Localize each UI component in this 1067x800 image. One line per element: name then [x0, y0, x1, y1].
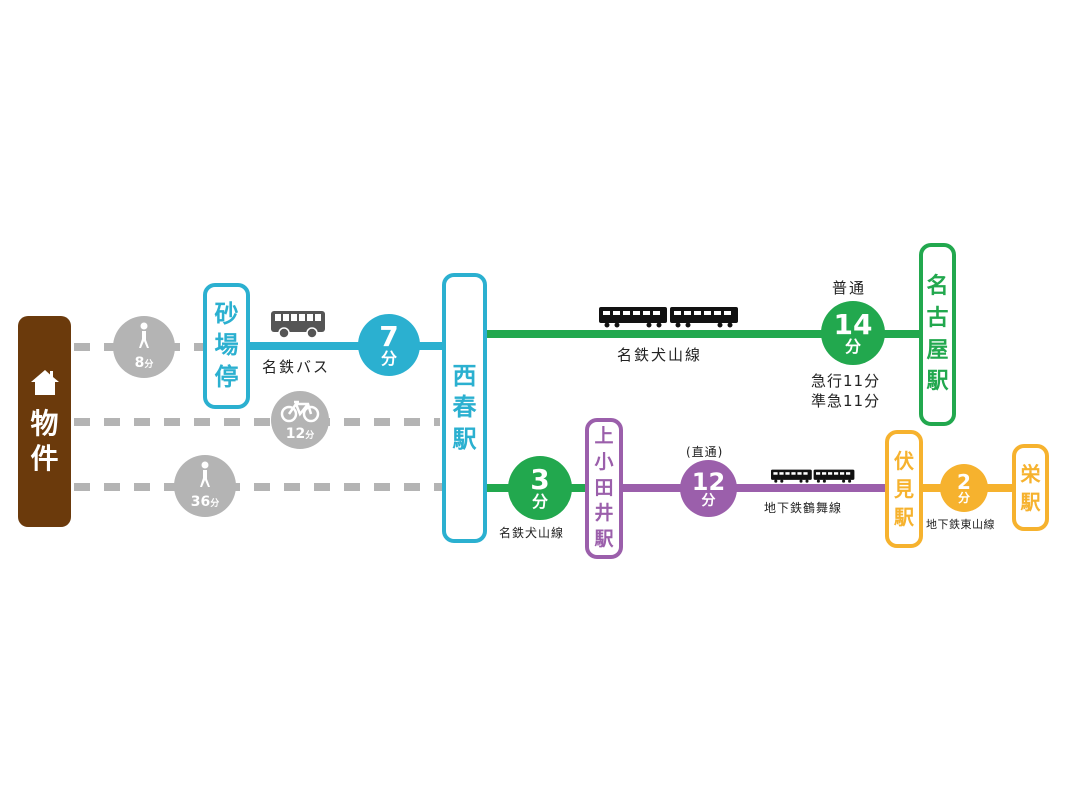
meitetsu-inuyama-label-lower: 名鉄犬山線: [499, 526, 565, 540]
station-fushimi: 伏 見 駅: [885, 430, 923, 548]
station-char: 伏: [894, 449, 914, 473]
station-char: 栄: [1020, 461, 1041, 486]
property-label-2: 件: [30, 441, 59, 475]
bus-icon: [271, 311, 325, 339]
train-icon: [599, 307, 738, 328]
fushimi-12min-badge: 12 分: [680, 460, 737, 517]
higashiyama-minutes: 2: [957, 470, 971, 494]
semi-express-note: 準急11分: [811, 392, 881, 410]
train-icon: [771, 469, 855, 483]
bus-7min-badge: 7 分: [358, 314, 420, 376]
station-char: 駅: [1020, 489, 1041, 514]
station-sakae: 栄 駅: [1012, 444, 1049, 531]
walk-36min-badge: 36分: [174, 455, 236, 517]
tsurumai-minutes: 12: [691, 467, 726, 496]
nagoya-14min-badge: 14 分: [821, 301, 885, 365]
station-char: 見: [894, 477, 914, 501]
bike-12min-badge: 12分: [271, 391, 329, 449]
through-service-label: (直通): [686, 445, 724, 459]
station-char: 停: [214, 362, 239, 391]
station-char: 屋: [926, 337, 949, 363]
higashiyama-unit: 分: [957, 491, 970, 505]
meitetsu-inuyama-line-upper: [486, 330, 921, 338]
access-path-bike: [74, 418, 440, 426]
station-char: 上: [594, 425, 614, 448]
station-char: 砂: [214, 300, 239, 329]
bicycle-icon: [280, 400, 320, 423]
tsurumai-unit: 分: [701, 492, 716, 509]
bus-line-label: 名鉄バス: [262, 358, 331, 376]
bus-line: [249, 342, 444, 350]
walk-8-unit: 分: [144, 360, 154, 370]
sakae-2min-badge: 2 分: [940, 464, 988, 512]
local-train-label: 普通: [832, 279, 867, 297]
walk-8-minutes: 8: [134, 355, 145, 371]
kamiotai-minutes: 3: [530, 463, 550, 496]
tsurumai-line-label: 地下鉄鶴舞線: [764, 501, 843, 515]
property-label-1: 物: [30, 406, 59, 440]
station-sunabatei: 砂 場 停: [203, 283, 250, 409]
station-char: 小: [594, 451, 614, 474]
walking-person-icon: [200, 461, 210, 487]
walk-36-unit: 分: [210, 499, 220, 509]
kamiotai-unit: 分: [531, 492, 548, 511]
station-nagoya: 名 古 屋 駅: [919, 243, 956, 426]
station-char: 井: [594, 502, 614, 525]
station-char: 田: [594, 476, 614, 499]
station-kamiotai: 上 小 田 井 駅: [585, 418, 623, 559]
bike-12-minutes: 12: [285, 426, 306, 442]
higashiyama-line-label: 地下鉄東山線: [926, 518, 995, 531]
bike-12-unit: 分: [305, 431, 315, 441]
walking-person-icon: [139, 322, 149, 348]
station-char: 名: [926, 273, 949, 299]
bus-minutes: 7: [379, 320, 399, 353]
station-char: 駅: [594, 527, 614, 550]
tsurumai-line: [622, 484, 886, 492]
meitetsu-inuyama-label-upper: 名鉄犬山線: [617, 346, 703, 364]
express-note: 急行11分: [811, 372, 881, 390]
station-char: 場: [214, 331, 239, 360]
nagoya-unit: 分: [844, 337, 861, 356]
station-char: 古: [926, 305, 949, 331]
station-char: 駅: [894, 505, 914, 529]
nagoya-minutes: 14: [833, 308, 873, 341]
house-icon: [30, 369, 59, 395]
kamiotai-3min-badge: 3 分: [508, 456, 572, 520]
station-char: 春: [452, 393, 477, 422]
station-char: 駅: [926, 369, 949, 395]
access-path-walk-to-station: [74, 483, 442, 491]
station-nishiharu: 西 春 駅: [442, 273, 487, 543]
station-char: 駅: [452, 424, 477, 453]
bus-unit: 分: [380, 349, 397, 368]
walk-8min-badge: 8分: [113, 316, 175, 378]
station-char: 西: [452, 362, 477, 391]
walk-36-minutes: 36: [190, 494, 211, 510]
property-box: 物 件: [18, 316, 71, 527]
